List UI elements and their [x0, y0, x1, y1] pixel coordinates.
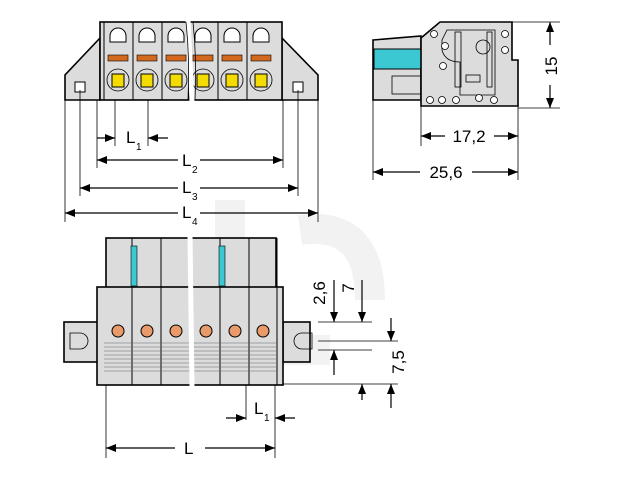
side-view-dimensions: 15 17,2 25,6 — [372, 21, 561, 182]
dim-L1-front: L — [254, 399, 263, 418]
svg-text:1: 1 — [136, 142, 142, 153]
pole-top — [217, 22, 244, 100]
svg-text:3: 3 — [192, 192, 198, 203]
dim-L1-top: L — [126, 128, 135, 147]
svg-text:2: 2 — [192, 165, 198, 176]
actuator-blue — [373, 48, 422, 70]
side-hole — [490, 96, 498, 104]
svg-text:4: 4 — [192, 217, 198, 228]
dim-L: L — [184, 439, 193, 458]
side-hole — [430, 30, 438, 38]
pole-top — [246, 22, 273, 100]
dim-L2: L — [182, 151, 191, 170]
side-view — [372, 21, 519, 107]
side-hole — [501, 30, 509, 38]
dim-L3: L — [182, 178, 191, 197]
front-view-dimensions: L 1 L 2,6 7 7,5 — [105, 280, 408, 458]
side-hole — [438, 96, 446, 104]
pole-front — [249, 238, 278, 385]
side-hole — [441, 42, 449, 50]
side-hole — [501, 46, 509, 54]
dim-2-6: 2,6 — [310, 281, 329, 305]
top-view — [64, 19, 319, 103]
side-hole — [426, 96, 434, 104]
dim-height-15: 15 — [542, 57, 561, 76]
front-view — [63, 235, 313, 388]
side-hole — [452, 96, 460, 104]
side-hole — [475, 94, 483, 102]
dim-7-5: 7,5 — [389, 350, 408, 374]
dim-L4: L — [182, 203, 191, 222]
pole-top — [132, 22, 159, 100]
pole-front — [218, 238, 250, 385]
top-view-dimensions: L 1 L 2 L 3 L 4 — [64, 90, 319, 228]
dim-25-6: 25,6 — [429, 163, 462, 182]
svg-text:1: 1 — [264, 413, 270, 424]
side-hole — [439, 62, 447, 70]
pole-front — [130, 238, 162, 385]
dim-17-2: 17,2 — [452, 127, 485, 146]
pole-top — [103, 22, 130, 100]
dim-7: 7 — [339, 283, 358, 292]
pole-top — [161, 22, 188, 100]
pole-front — [104, 238, 133, 385]
